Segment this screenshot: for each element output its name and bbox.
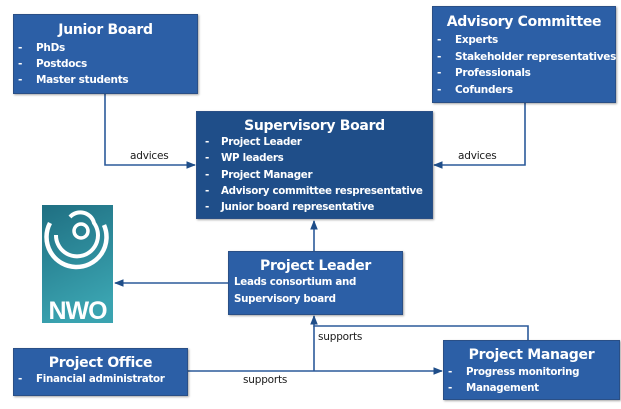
supervisory-board-members: Project Leader WP leaders Project Manage… [197, 134, 432, 216]
project-manager-tasks: Progress monitoring Management [444, 364, 619, 396]
supervisory-board-box: Supervisory Board Project Leader WP lead… [196, 111, 433, 219]
project-leader-box: Project Leader Leads consortium and Supe… [228, 251, 403, 315]
project-leader-description-line: Supervisory board [234, 292, 336, 305]
edge-label-supports-manager: supports [318, 331, 363, 343]
list-item: WP leaders [197, 150, 432, 167]
edge-label-advices-advisory: advices [458, 150, 497, 162]
project-manager-box: Project Manager Progress monitoring Mana… [443, 340, 620, 400]
list-item: Experts [433, 32, 615, 49]
project-office-members: Financial administrator [14, 371, 187, 387]
nwo-logo-text: NWO [48, 297, 107, 323]
list-item: Postdocs [14, 56, 197, 72]
list-item: Project Manager [197, 167, 432, 184]
advisory-committee-title: Advisory Committee [446, 14, 602, 30]
list-item: Management [444, 380, 619, 396]
list-item: Cofunders [433, 82, 615, 99]
list-item: PhDs [14, 40, 197, 56]
list-item: Financial administrator [14, 371, 187, 387]
project-leader-description-line: Leads consortium and [234, 276, 357, 288]
list-item: Progress monitoring [444, 364, 619, 380]
junior-board-box: Junior Board PhDs Postdocs Master studen… [13, 14, 198, 94]
edge-label-supports-office: supports [243, 374, 288, 386]
project-manager-title: Project Manager [468, 347, 595, 363]
list-item: Professionals [433, 65, 615, 82]
advisory-committee-box: Advisory Committee Experts Stakeholder r… [432, 6, 616, 103]
junior-board-title: Junior Board [58, 22, 153, 38]
nwo-logo: NWO [42, 205, 113, 323]
list-item: Master students [14, 72, 197, 88]
advisory-committee-members: Experts Stakeholder representatives Prof… [433, 32, 616, 99]
list-item: Advisory committee respresentative [197, 183, 432, 200]
list-item: Project Leader [197, 134, 432, 151]
project-office-box: Project Office Financial administrator [13, 348, 188, 396]
project-leader-title: Project Leader [259, 258, 372, 274]
junior-board-members: PhDs Postdocs Master students [14, 40, 197, 88]
edge-label-advices-junior: advices [130, 150, 169, 162]
project-office-title: Project Office [48, 355, 153, 371]
list-item: Stakeholder representatives [433, 49, 616, 66]
nwo-swirl-icon [44, 210, 109, 270]
supervisory-board-title: Supervisory Board [244, 118, 385, 134]
list-item: Junior board representative [197, 199, 432, 216]
